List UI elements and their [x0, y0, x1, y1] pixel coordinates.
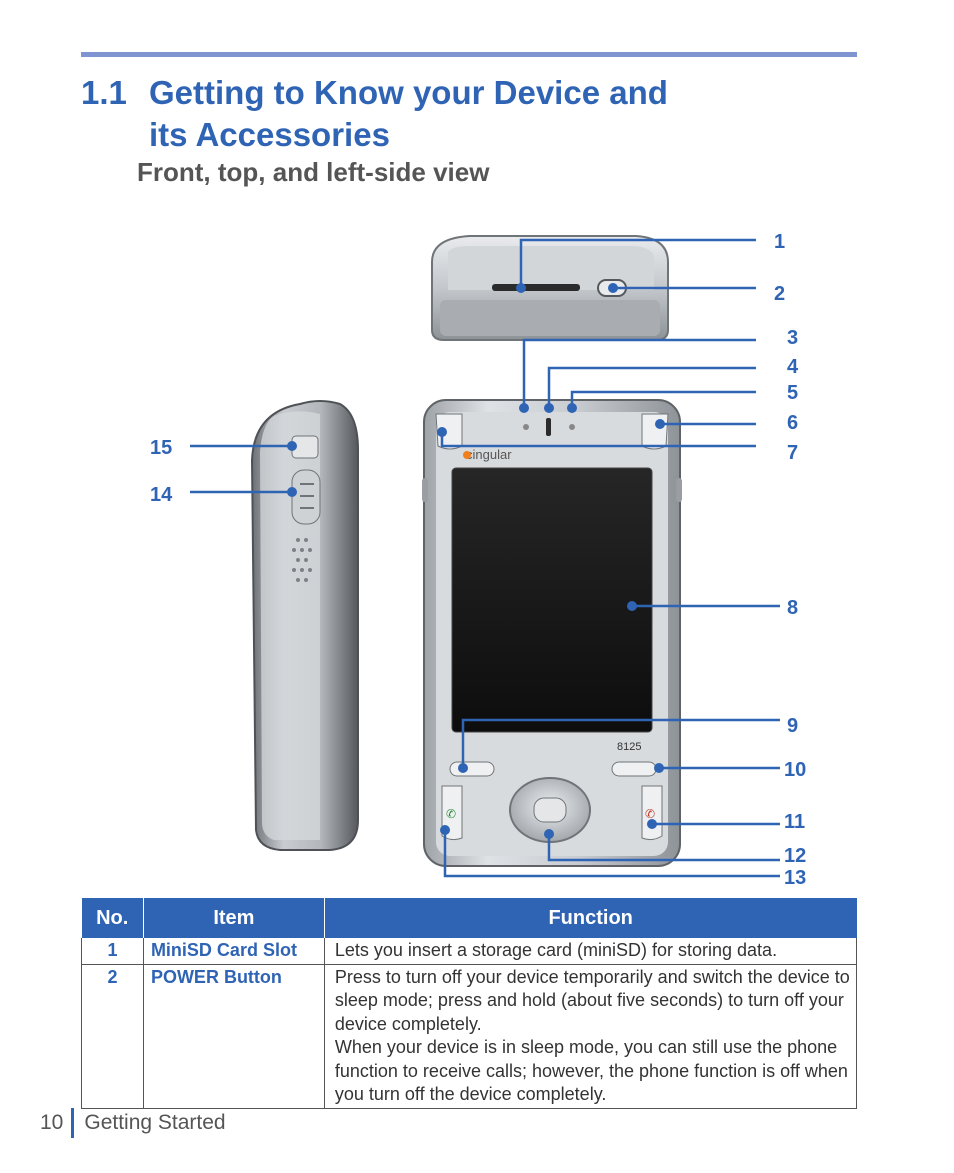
end-button: [641, 785, 663, 841]
callout-dots: [287, 283, 665, 839]
section-number: 1.1: [81, 74, 127, 111]
table-header-row: No. Item Function: [81, 898, 857, 938]
callout-5: 5: [787, 382, 798, 404]
row-no: 2: [81, 964, 144, 1109]
callout-12: 12: [784, 845, 806, 867]
top-rule: [81, 52, 857, 57]
figure-subtitle: Front, top, and left-side view: [137, 157, 490, 187]
row-function: Press to turn off your device temporaril…: [324, 964, 858, 1109]
minisd-slot: [492, 284, 580, 291]
row-function: Lets you insert a storage card (miniSD) …: [324, 938, 858, 965]
messaging-button: [641, 413, 669, 450]
callout-13: 13: [784, 867, 806, 889]
notification-led-left: [523, 424, 529, 430]
page-number: 10: [40, 1111, 64, 1134]
callout-4: 4: [787, 356, 799, 378]
header-item: Item: [143, 898, 325, 938]
model-label: 8125: [617, 741, 641, 753]
brand-logo: cingular: [466, 447, 512, 462]
device-top-view: [431, 235, 669, 341]
svg-text:✆: ✆: [645, 807, 655, 821]
row-item: MiniSD Card Slot: [143, 938, 325, 965]
callout-11: 11: [784, 811, 805, 833]
right-soft-key: [611, 761, 657, 777]
title-line-1: Getting to Know your Device and: [149, 74, 668, 111]
device-front-view: cingular 8125 ✆ ✆: [422, 399, 682, 867]
callout-7: 7: [787, 442, 798, 464]
row-item: POWER Button: [143, 964, 325, 1109]
title-line-2: its Accessories: [149, 116, 390, 153]
notification-led-right: [569, 424, 575, 430]
callout-9: 9: [787, 715, 798, 737]
enter-button: [533, 797, 567, 823]
footer-section: Getting Started: [84, 1111, 226, 1134]
callout-6: 6: [787, 412, 798, 434]
row-no: 1: [81, 938, 144, 965]
callout-10: 10: [784, 759, 806, 781]
callout-14: 14: [150, 484, 173, 506]
component-table: No. Item Function 1 MiniSD Card Slot Let…: [81, 898, 858, 1109]
callout-2: 2: [774, 283, 785, 305]
table-row: 2 POWER Button Press to turn off your de…: [81, 964, 858, 1109]
callout-1: 1: [774, 231, 785, 253]
page-title: 1.1 Getting to Know your Device and its A…: [81, 72, 668, 156]
earpiece: [546, 418, 551, 436]
footer-divider: [71, 1108, 75, 1138]
function-text: When your device is in sleep mode, you c…: [334, 1037, 848, 1104]
function-text: Press to turn off your device temporaril…: [334, 966, 850, 1034]
header-no: No.: [81, 898, 144, 938]
page-footer: 10 Getting Started: [40, 1108, 226, 1138]
callout-3: 3: [787, 327, 798, 349]
function-text: Lets you insert a storage card (miniSD) …: [334, 940, 778, 960]
callout-15: 15: [150, 437, 172, 459]
svg-text:✆: ✆: [446, 807, 456, 821]
left-soft-key: [449, 761, 495, 777]
device-side-view: [250, 400, 359, 851]
touch-screen: [451, 467, 653, 733]
device-figure: cingular 8125 ✆ ✆: [150, 231, 806, 889]
callout-8: 8: [787, 597, 798, 619]
table-row: 1 MiniSD Card Slot Lets you insert a sto…: [81, 938, 858, 965]
header-function: Function: [324, 898, 857, 938]
